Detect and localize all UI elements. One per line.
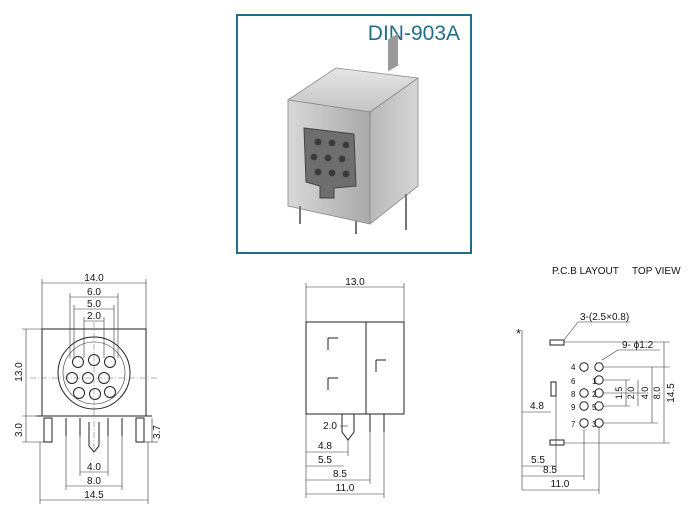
pcb-vdim-e: 14.5 [666,383,677,403]
dim-front-width: 14.0 [84,273,104,284]
dim-front-pinspan-6: 6.0 [87,287,101,298]
pin-label-2: 2 [592,390,597,399]
pin-label-6: 6 [571,377,576,386]
pcb-vdim-d: 8.0 [652,387,662,400]
pcb-view-label: TOP VIEW [632,266,681,277]
pcb-marker: * [516,326,521,341]
pcb-slot-note: 3-(2.5×0.8) [580,312,629,323]
pcb-hdim-1: 5.5 [531,455,545,466]
front-view: 14.0 6.0 5.0 2.0 13.0 3.0 3.7 4.0 8.0 14… [14,273,163,504]
dim-front-bottom-mid: 8.0 [87,476,101,487]
pcb-vdim-c: 4.0 [640,387,650,400]
dim-front-height: 13.0 [14,362,25,382]
dim-side-d1: 2.0 [323,421,337,432]
pcb-title: P.C.B LAYOUT [552,266,619,277]
pcb-layout-view: P.C.B LAYOUT TOP VIEW * 3-(2.5×0.8) 9- ϕ… [516,266,681,494]
pcb-hdim-2: 8.5 [543,465,557,476]
pin-label-8: 8 [571,390,576,399]
pcb-vdim-b: 2.0 [626,387,636,400]
pin-label-1: 1 [592,377,597,386]
product-photo-frame: DIN-903A [236,14,472,254]
dim-side-length: 13.0 [345,277,365,288]
pcb-hdim-offset: 4.8 [530,401,544,412]
dim-front-pinspan-2: 2.0 [87,311,101,322]
pin-label-5: 5 [592,403,597,412]
dim-side-d5: 11.0 [336,483,355,494]
pin-label-7: 7 [571,420,576,429]
dim-front-pinspan-5: 5.0 [87,299,101,310]
pcb-hdim-3: 11.0 [551,479,570,490]
dim-front-leg-right: 3.7 [152,425,163,439]
connector-photo [286,33,420,234]
pcb-slot-top [549,339,565,346]
dim-side-d2: 4.8 [318,441,332,452]
pcb-vdim-a: 1.5 [614,387,624,400]
pin-label-4: 4 [571,363,576,372]
dim-front-bottom-inner: 4.0 [87,462,101,473]
dim-side-d3: 5.5 [318,455,332,466]
dim-front-bottom-total: 14.5 [84,490,104,501]
pcb-hole-note: 9- ϕ1.2 [622,340,654,351]
pcb-slot-bottom [549,439,565,446]
dim-side-d4: 8.5 [333,469,347,480]
side-view: 13.0 2.0 4.8 5.5 8.5 11.0 [305,277,405,498]
pcb-slot-mid [550,381,557,397]
pin-label-9: 9 [571,403,576,412]
dim-front-leg-left: 3.0 [14,423,25,437]
pin-label-3: 3 [592,420,597,429]
